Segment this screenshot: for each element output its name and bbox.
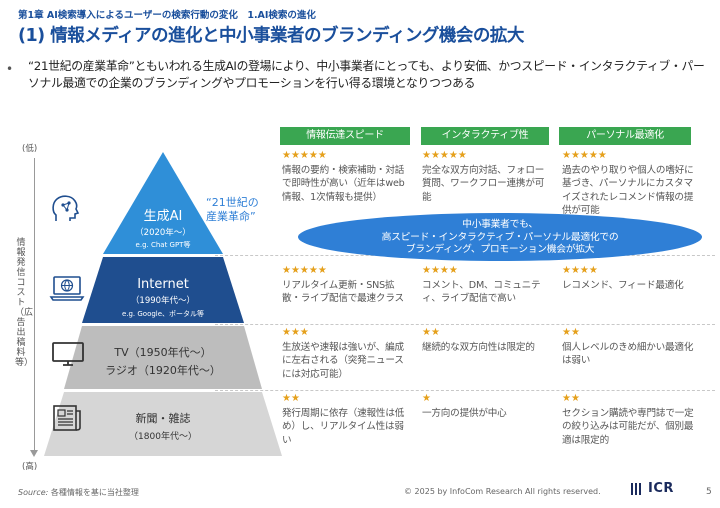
tier-tv-name: TV（1950年代〜）	[114, 346, 212, 359]
tier-paper: 新聞・雑誌 （1800年代〜）	[73, 410, 253, 442]
ai-head-icon	[52, 195, 80, 221]
footer-source: Source: 各種情報を基に当社整理	[18, 487, 139, 498]
cell-paper-speed: ★★ 発行周期に依存（速報性は低め）し、リアルタイム性は弱い	[282, 392, 412, 447]
axis-line	[34, 158, 35, 454]
rating-stars: ★★★★★	[282, 150, 327, 161]
cell-text: 継続的な双方向性は限定的	[422, 341, 535, 353]
axis-low-label: (低)	[22, 144, 38, 154]
cell-text: セクション購読や専門誌で一定の絞り込みは可能だが、個別最適は限定的	[562, 407, 694, 446]
column-header-interactivity: インタラクティブ性	[421, 127, 549, 145]
newspaper-icon	[53, 405, 81, 431]
tier-tv-period: ラジオ（1920年代〜）	[105, 364, 221, 377]
cell-tv-speed: ★★★ 生放送や速報は強いが、編成に左右される（突発ニュースには対応可能）	[282, 326, 412, 381]
tier-paper-name: 新聞・雑誌	[135, 412, 191, 425]
tier-tv: TV（1950年代〜） ラジオ（1920年代〜）	[83, 344, 243, 378]
rating-stars: ★★★★	[422, 265, 458, 276]
cell-text: 生放送や速報は強いが、編成に左右される（突発ニュースには対応可能）	[282, 341, 404, 380]
tier-paper-period: （1800年代〜）	[129, 432, 197, 442]
tv-icon	[52, 342, 84, 366]
cell-ai-personalization: ★★★★★ 過去のやり取りや個人の嗜好に基づき、パーソナルにカスタマイズされたレ…	[562, 149, 696, 218]
tier-ai-example: e.g. Chat GPT等	[135, 241, 191, 249]
industrial-revolution-quote: “21世紀の 産業革命”	[206, 196, 259, 223]
axis-high-label: (高)	[22, 462, 38, 472]
icr-logo: ICR	[648, 481, 674, 496]
chapter-heading: 第1章 AI検索導入によるユーザーの検索行動の変化 1.AI検索の進化	[18, 10, 316, 21]
pyramid-tier-internet	[82, 257, 244, 323]
cell-text: 発行周期に依存（速報性は低め）し、リアルタイム性は弱い	[282, 407, 405, 446]
source-text: 各種情報を基に当社整理	[50, 488, 139, 497]
footer-copyright: © 2025 by InfoCom Research All rights re…	[404, 487, 601, 496]
cell-ai-speed: ★★★★★ 情報の要約・検索補助・対話で即時性が高い（近年はweb情報、1次情報…	[282, 149, 412, 204]
column-header-personalization: パーソナル最適化	[559, 127, 691, 145]
cell-paper-interactivity: ★ 一方向の提供が中心	[422, 392, 550, 420]
lead-text: “21世紀の産業革命”ともいわれる生成AIの登場により、中小事業者にとっても、よ…	[28, 59, 705, 90]
cell-tv-interactivity: ★★ 継続的な双方向性は限定的	[422, 326, 550, 354]
cell-text: レコメンド、フィード最適化	[562, 279, 684, 291]
column-header-speed: 情報伝達スピード	[280, 127, 410, 145]
opportunity-callout: 中小事業者でも、 高スピード・インタラクティブ・パーソナル最適化での ブランディ…	[298, 213, 702, 261]
pyramid-tier-paper	[44, 392, 282, 456]
rating-stars: ★★★★★	[562, 150, 607, 161]
callout-line: 高スピード・インタラクティブ・パーソナル最適化での	[381, 231, 619, 243]
source-label: Source:	[18, 488, 49, 497]
rating-stars: ★★★★★	[422, 150, 467, 161]
rating-stars: ★★	[562, 327, 580, 338]
tier-internet-period: （1990年代〜）	[130, 296, 196, 306]
rating-stars: ★★★★★	[282, 265, 327, 276]
callout-line: 中小事業者でも、	[462, 219, 538, 230]
row-separator	[215, 390, 715, 391]
pyramid-tier-tv	[64, 326, 262, 389]
cell-tv-personalization: ★★ 個人レベルのきめ細かい最適化は弱い	[562, 326, 696, 368]
cell-text: 完全な双方向対話、フォロー質問、ワークフロー連携が可能	[422, 164, 545, 203]
cell-ai-interactivity: ★★★★★ 完全な双方向対話、フォロー質問、ワークフロー連携が可能	[422, 149, 550, 204]
rating-stars: ★★	[562, 393, 580, 404]
rating-stars: ★★★	[282, 327, 309, 338]
cell-text: 過去のやり取りや個人の嗜好に基づき、パーソナルにカスタマイズされたレコメンド情報…	[562, 164, 694, 217]
axis-cost-label: 情報発信コスト（広告出稿料等）	[15, 238, 34, 368]
tier-internet-example: e.g. Google、ポータル等	[121, 310, 205, 318]
cell-text: 個人レベルのきめ細かい最適化は弱い	[562, 341, 694, 367]
tier-internet-name: Internet	[137, 277, 189, 292]
tier-internet: Internet （1990年代〜） e.g. Google、ポータル等	[93, 277, 233, 319]
cell-internet-speed: ★★★★★ リアルタイム更新・SNS拡散・ライブ配信で最速クラス	[282, 264, 412, 306]
callout-line: ブランディング、プロモーション機会が拡大	[405, 244, 595, 255]
page-number: 5	[706, 487, 712, 497]
tier-ai-period: （2020年〜）	[135, 228, 191, 238]
rating-stars: ★★	[422, 327, 440, 338]
rating-stars: ★★	[282, 393, 300, 404]
laptop-globe-icon	[49, 276, 85, 301]
tier-ai: 生成AI （2020年〜） e.g. Chat GPT等	[103, 205, 223, 250]
pyramid-tier-ai	[103, 152, 223, 254]
row-separator	[215, 324, 715, 325]
rating-stars: ★	[422, 393, 431, 404]
cell-text: コメント、DM、コミュニティ、ライブ配信で高い	[422, 279, 541, 305]
cell-text: 一方向の提供が中心	[422, 407, 507, 419]
rating-stars: ★★★★	[562, 265, 598, 276]
cell-text: 情報の要約・検索補助・対話で即時性が高い（近年はweb情報、1次情報も提供）	[282, 164, 405, 203]
page-title: (1) 情報メディアの進化と中小事業者のブランディング機会の拡大	[18, 26, 524, 46]
cell-text: リアルタイム更新・SNS拡散・ライブ配信で最速クラス	[282, 279, 404, 305]
lead-bullet: •	[6, 62, 14, 76]
cell-internet-personalization: ★★★★ レコメンド、フィード最適化	[562, 264, 696, 292]
cell-internet-interactivity: ★★★★ コメント、DM、コミュニティ、ライブ配信で高い	[422, 264, 550, 306]
cell-paper-personalization: ★★ セクション購読や専門誌で一定の絞り込みは可能だが、個別最適は限定的	[562, 392, 696, 447]
icr-logo-mark	[631, 483, 641, 495]
tier-ai-name: 生成AI	[143, 209, 183, 224]
axis-arrow	[30, 450, 38, 457]
